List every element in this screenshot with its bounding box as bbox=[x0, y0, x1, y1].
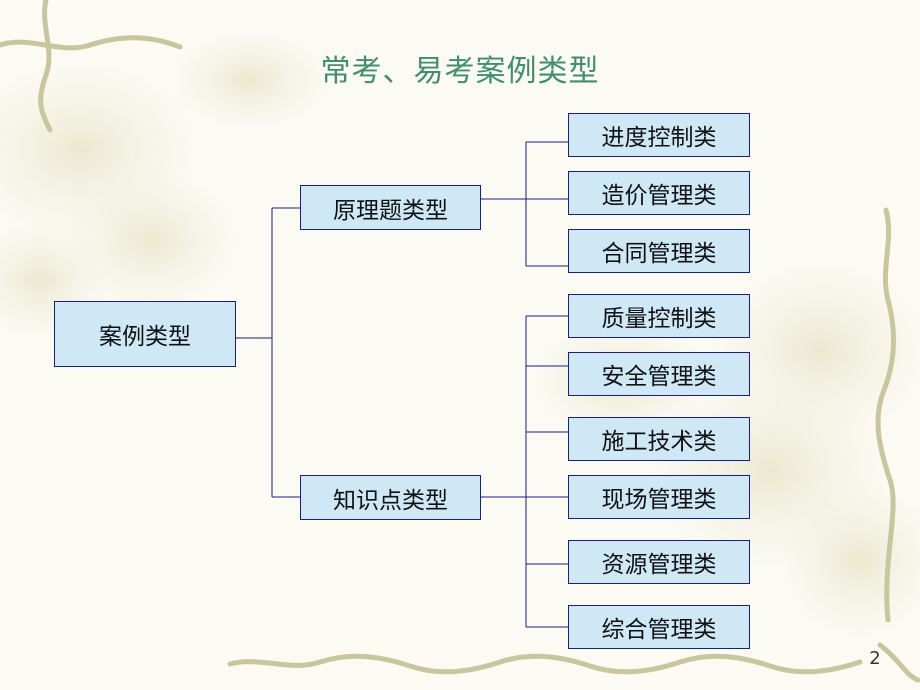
leaf-node-cost-management: 造价管理类 bbox=[568, 171, 750, 215]
leaf-node-safety-management: 安全管理类 bbox=[568, 352, 750, 396]
branch-node-knowledge: 知识点类型 bbox=[300, 475, 481, 520]
leaf-node-quality-control: 质量控制类 bbox=[568, 294, 750, 338]
page-title: 常考、易考案例类型 bbox=[320, 54, 600, 89]
branch-node-principle: 原理题类型 bbox=[300, 185, 481, 230]
leaf-node-schedule-control: 进度控制类 bbox=[568, 113, 750, 157]
page-number: 2 bbox=[869, 648, 881, 669]
leaf-node-resource-management: 资源管理类 bbox=[568, 540, 750, 584]
leaf-node-site-management: 现场管理类 bbox=[568, 475, 750, 519]
root-node: 案例类型 bbox=[54, 301, 236, 367]
leaf-node-construction-technology: 施工技术类 bbox=[568, 417, 750, 461]
leaf-node-contract-management: 合同管理类 bbox=[568, 229, 750, 273]
leaf-node-comprehensive-management: 综合管理类 bbox=[568, 605, 750, 649]
